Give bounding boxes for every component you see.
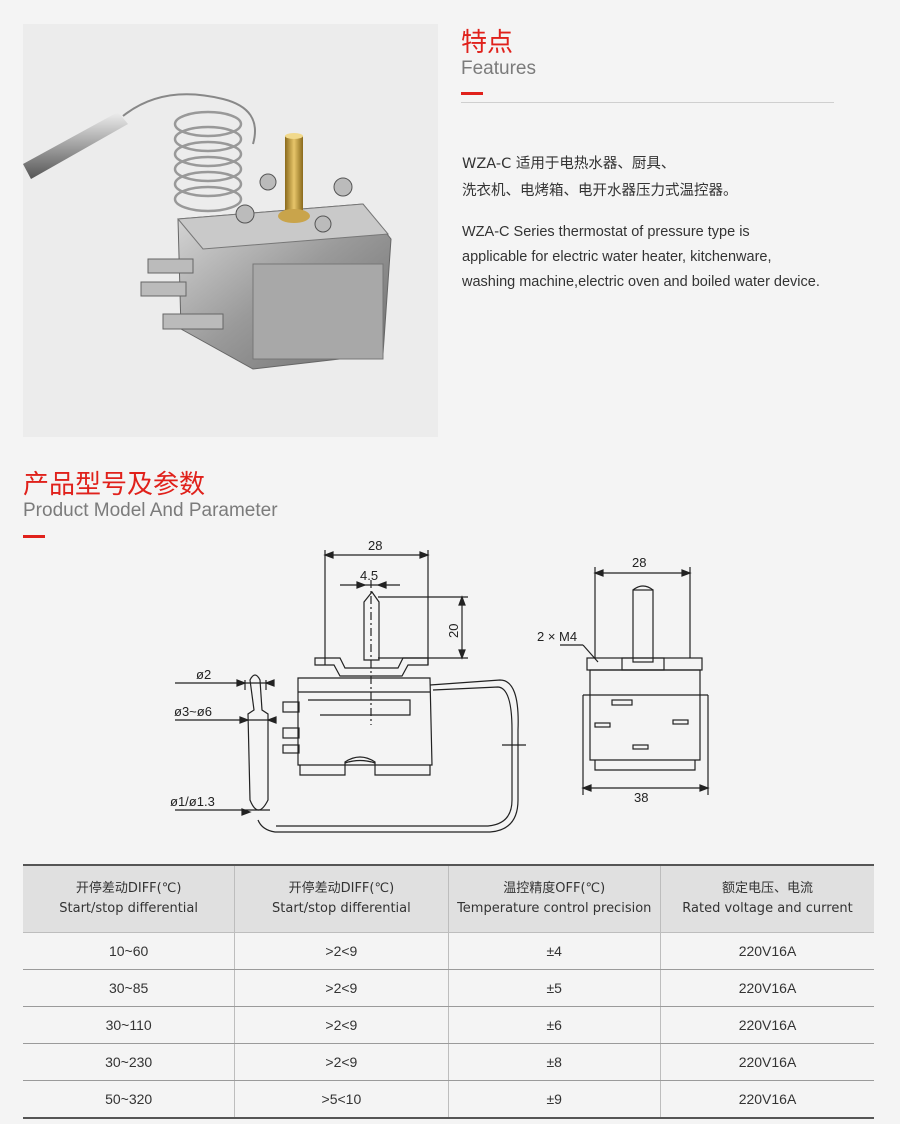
header-cn: 温控精度OFF(℃) xyxy=(503,881,606,896)
table-cell: 220V16A xyxy=(659,1043,874,1081)
table-row: 30~230 >2<9 ±8 220V16A xyxy=(23,1043,874,1081)
desc-en-line: applicable for electric water heater, ki… xyxy=(462,249,772,265)
thermostat-illustration xyxy=(23,93,392,370)
header-diff-1: 开停差动DIFF(℃) Start/stop differential xyxy=(23,864,235,933)
dim-label-28-right: 28 xyxy=(632,555,646,570)
table-cell: 30~110 xyxy=(23,1006,235,1044)
parameters-title: 产品型号及参数 xyxy=(23,470,206,500)
features-divider xyxy=(461,102,834,103)
desc-cn-line: 洗衣机、电烤箱、电开水器压力式温控器。 xyxy=(462,183,738,199)
table-cell: >2<9 xyxy=(234,932,448,970)
desc-en-line: WZA-C Series thermostat of pressure type… xyxy=(462,224,750,240)
dim-label-m4: 2 × M4 xyxy=(537,629,577,644)
header-cn: 开停差动DIFF(℃) xyxy=(288,881,395,896)
table-cell: 50~320 xyxy=(23,1080,235,1119)
features-description-cn: WZA-C 适用于电热水器、厨具、 洗衣机、电烤箱、电开水器压力式温控器。 xyxy=(462,151,738,205)
parameters-subtitle: Product Model And Parameter xyxy=(23,500,278,521)
dimension-diagram: 28 4.5 20 ø2 ø3~ø6 ø1/ø1.3 28 2 × M4 38 xyxy=(170,538,710,833)
dim-label-38: 38 xyxy=(634,790,648,805)
dim-label-4-5: 4.5 xyxy=(360,568,378,583)
features-title: 特点 xyxy=(461,28,514,58)
table-cell: 30~85 xyxy=(23,969,235,1007)
table-cell: >2<9 xyxy=(234,1006,448,1044)
features-description-en: WZA-C Series thermostat of pressure type… xyxy=(462,220,862,295)
dim-label-d2: ø2 xyxy=(196,667,211,682)
table-cell: ±4 xyxy=(447,932,661,970)
table-cell: >2<9 xyxy=(234,1043,448,1081)
header-precision: 温控精度OFF(℃) Temperature control precision xyxy=(447,864,661,933)
dim-label-d3-d6: ø3~ø6 xyxy=(174,704,212,719)
header-en: Start/stop differential xyxy=(272,901,411,916)
table-cell: ±6 xyxy=(447,1006,661,1044)
table-row: 10~60 >2<9 ±4 220V16A xyxy=(23,932,874,970)
parameters-table: 开停差动DIFF(℃) Start/stop differential 开停差动… xyxy=(23,864,874,1119)
product-photo xyxy=(23,24,438,437)
parameters-accent-bar xyxy=(23,535,45,538)
table-cell: >2<9 xyxy=(234,969,448,1007)
header-rated: 额定电压、电流 Rated voltage and current xyxy=(659,864,874,933)
table-row: 30~110 >2<9 ±6 220V16A xyxy=(23,1006,874,1044)
table-header-row: 开停差动DIFF(℃) Start/stop differential 开停差动… xyxy=(23,864,874,933)
dim-label-20: 20 xyxy=(446,624,461,638)
header-en: Start/stop differential xyxy=(59,901,198,916)
table-cell: 10~60 xyxy=(23,932,235,970)
dim-label-28-left: 28 xyxy=(368,538,382,553)
table-cell: ±8 xyxy=(447,1043,661,1081)
features-accent-bar xyxy=(461,92,483,95)
table-cell: >5<10 xyxy=(234,1080,448,1119)
desc-en-line: washing machine,electric oven and boiled… xyxy=(462,274,820,290)
header-en: Temperature control precision xyxy=(457,901,652,916)
table-row: 50~320 >5<10 ±9 220V16A xyxy=(23,1080,874,1119)
table-row: 30~85 >2<9 ±5 220V16A xyxy=(23,969,874,1007)
table-cell: 220V16A xyxy=(659,1080,874,1119)
features-subtitle: Features xyxy=(461,58,536,79)
header-cn: 开停差动DIFF(℃) xyxy=(75,881,182,896)
desc-cn-line: WZA-C 适用于电热水器、厨具、 xyxy=(462,156,676,172)
table-cell: 220V16A xyxy=(659,1006,874,1044)
table-cell: 220V16A xyxy=(659,932,874,970)
table-cell: 30~230 xyxy=(23,1043,235,1081)
table-cell: ±5 xyxy=(447,969,661,1007)
table-cell: ±9 xyxy=(447,1080,661,1119)
table-cell: 220V16A xyxy=(659,969,874,1007)
header-cn: 额定电压、电流 xyxy=(721,881,813,896)
header-diff-2: 开停差动DIFF(℃) Start/stop differential xyxy=(234,864,448,933)
header-en: Rated voltage and current xyxy=(682,901,853,916)
dim-label-d1-d13: ø1/ø1.3 xyxy=(170,794,215,809)
